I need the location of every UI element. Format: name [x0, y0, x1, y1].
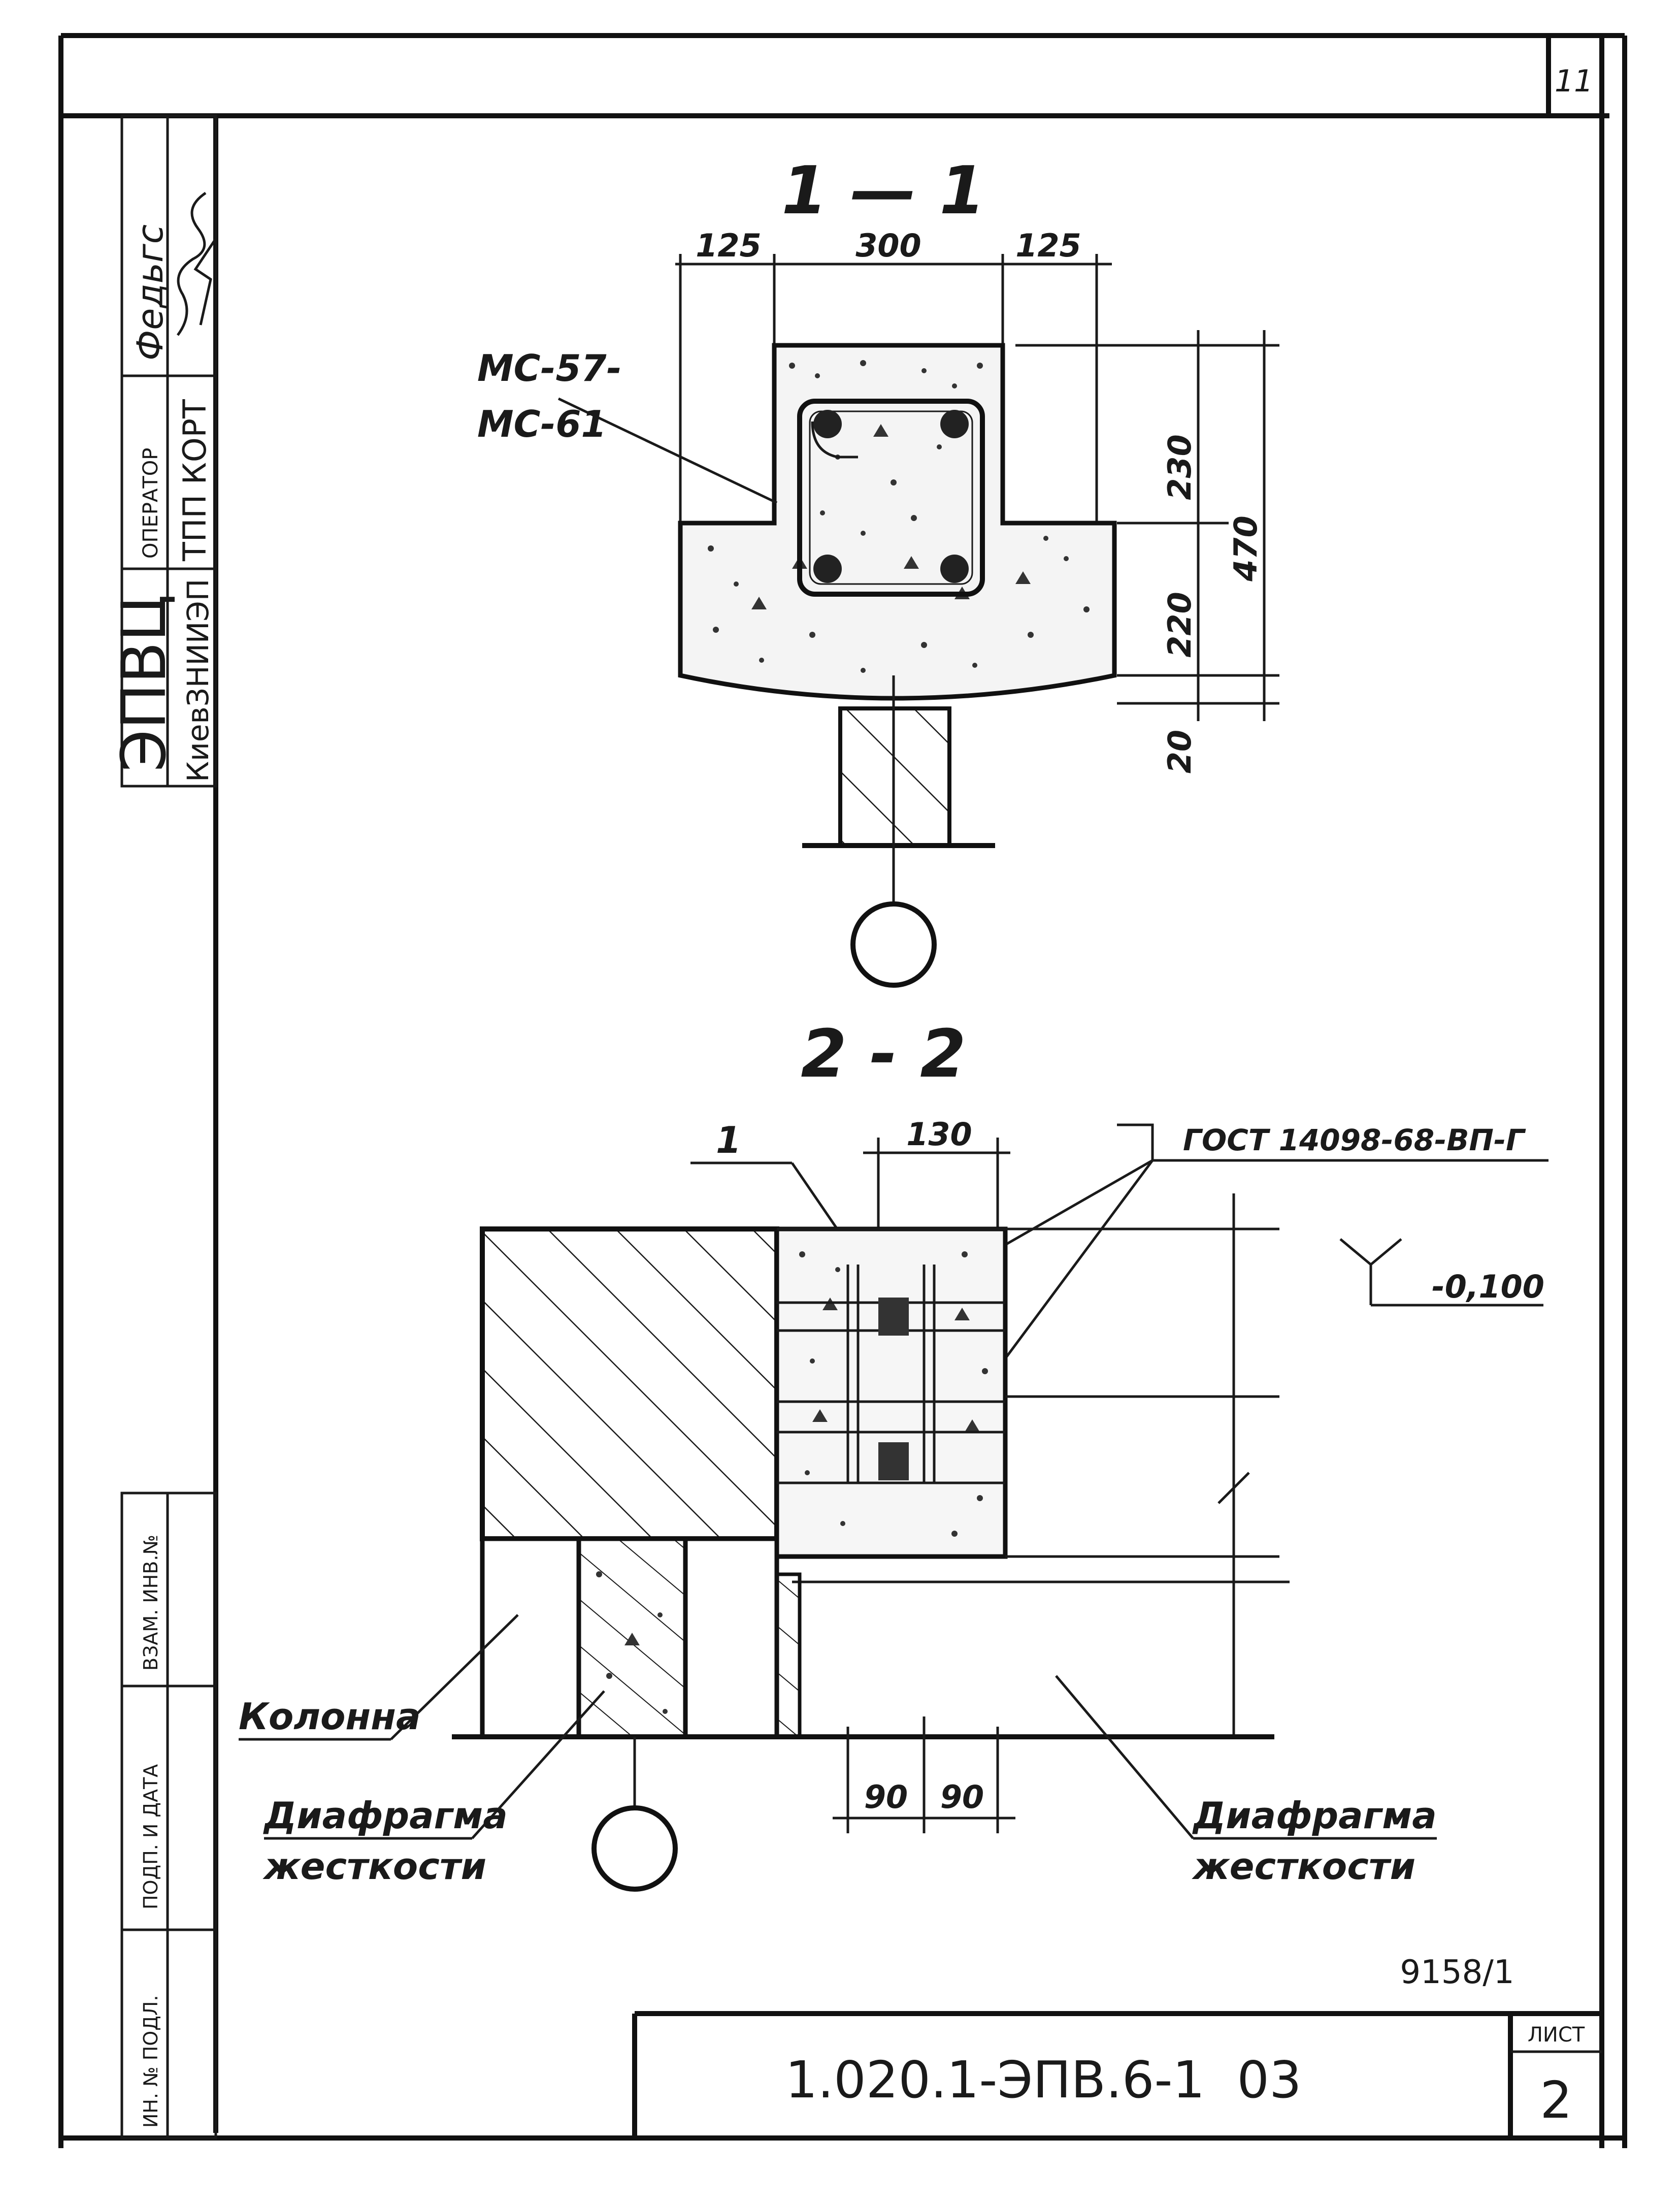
sheet-number: 2 — [1540, 2070, 1572, 2130]
dim-1-top-right: 125 — [1015, 227, 1081, 264]
rebar-bar — [940, 555, 969, 583]
left-strip: ВЗАМ. ИНВ.№ ПОДП. И ДАТА ИН. № ПОДЛ. — [120, 1492, 217, 2140]
concrete-t-section — [678, 343, 1117, 701]
dim-2-top: 130 — [906, 1116, 972, 1153]
section-1-1: 1 — 1 125 300 125 — [477, 152, 1279, 988]
floor-slab-block — [480, 1226, 779, 1541]
strip-cell-1: ВЗАМ. ИНВ.№ — [140, 1535, 162, 1671]
axis-marker — [850, 901, 937, 988]
designation: 1.020.1-ЭПВ.6-1 — [785, 2050, 1205, 2110]
diaphragm-right-edge — [775, 1572, 802, 1739]
dim-1-top-mid: 300 — [855, 227, 921, 264]
label-column: Колонна — [239, 1695, 421, 1738]
concrete-infill — [774, 1226, 1008, 1559]
elevation-mark: -0,100 — [1432, 1268, 1544, 1305]
dim-1-right-total: 470 — [1227, 515, 1264, 581]
sheet-label: ЛИСТ — [1528, 2023, 1585, 2047]
weld-plate — [878, 1442, 909, 1480]
title-block: 9158/1 1.020.1-ЭПВ.6-1 03 ЛИСТ 2 — [632, 1954, 1602, 2138]
label-left-2: жесткости — [262, 1845, 486, 1888]
dim-2-bottom-right: 90 — [940, 1778, 984, 1816]
section-2-2: 2 - 2 1 130 ГОСТ 14098-68-ВП-Г — [239, 1015, 1549, 1892]
signature-name: Федьгс — [129, 224, 171, 361]
weld-plate — [878, 1298, 909, 1336]
signature-scribble — [176, 191, 217, 336]
leader-label-1: МС-57- — [477, 347, 621, 390]
operator-value: ТПП КОРТ — [176, 399, 213, 562]
gost-note: ГОСТ 14098-68-ВП-Г — [1183, 1123, 1526, 1157]
label-left-1: Диафрагма — [263, 1794, 508, 1837]
rebar-bar — [813, 410, 842, 438]
rebar-bar — [813, 555, 842, 583]
org-sub: КиевЗНИИЭП — [181, 579, 215, 782]
archive-number: 9158/1 — [1400, 1954, 1514, 1991]
label-right-1: Диафрагма — [1192, 1794, 1437, 1837]
callout-1: 1 — [716, 1119, 741, 1161]
page-number: 11 — [1555, 63, 1593, 99]
axis-marker — [591, 1805, 678, 1892]
dim-1-right-bottom: 20 — [1161, 730, 1198, 773]
dim-1-right-upper: 230 — [1161, 434, 1198, 500]
rebar-cage — [797, 399, 985, 597]
leader-label-2: МС-61 — [477, 403, 607, 445]
strip-cell-2: ПОДП. И ДАТА — [140, 1764, 162, 1909]
rebar-bar — [940, 410, 969, 438]
dim-1-top-left: 125 — [696, 227, 761, 264]
operator-label: ОПЕРАТОР — [139, 448, 162, 559]
section-2-title: 2 - 2 — [801, 1015, 966, 1092]
dim-1-right-lower: 220 — [1161, 592, 1198, 657]
dim-2-bottom-left: 90 — [864, 1778, 908, 1816]
issue-code: 03 — [1237, 2050, 1301, 2110]
strip-cell-3: ИН. № ПОДЛ. — [140, 1995, 162, 2128]
left-stamp: ЭПВЦ КиевЗНИИЭП ОПЕРАТОР ТПП КОРТ Федьгс — [109, 114, 217, 788]
org-main: ЭПВЦ — [109, 594, 180, 772]
section-1-title: 1 — 1 — [781, 152, 985, 229]
label-right-2: жесткости — [1192, 1845, 1415, 1888]
